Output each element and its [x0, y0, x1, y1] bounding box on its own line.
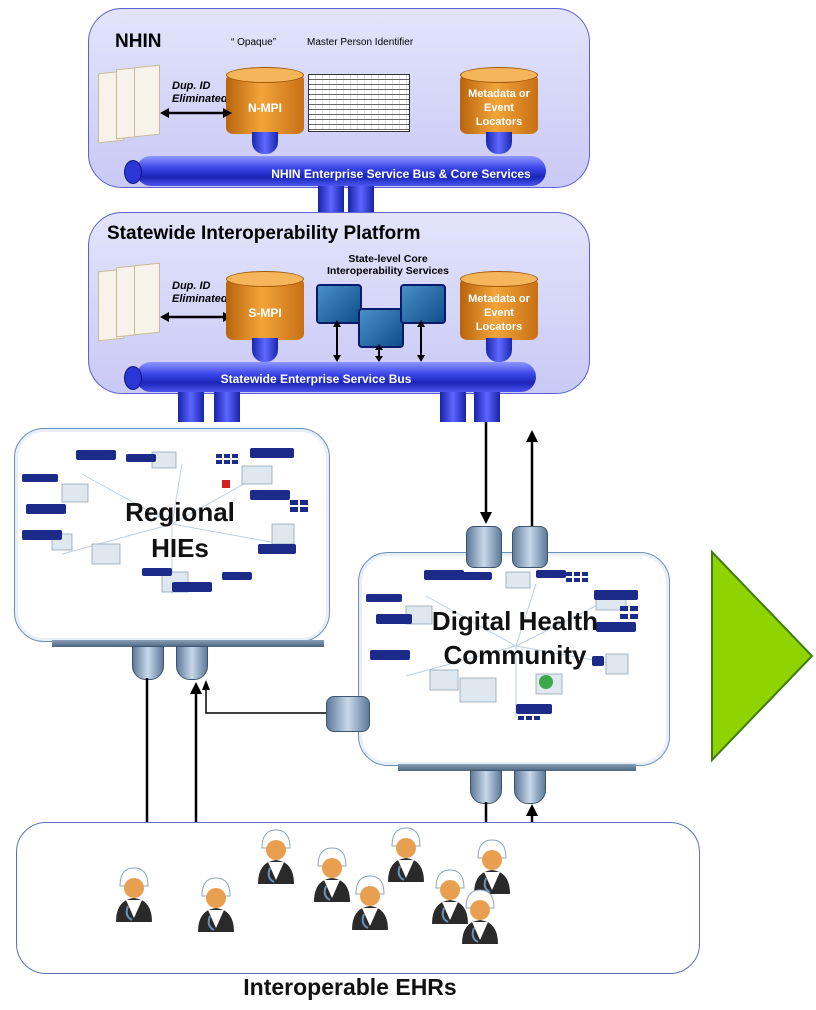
core-services-label: State-level Core Interoperability Servic…: [327, 253, 449, 277]
statewide-enterprise-service-bus: Statewide Enterprise Service Bus: [136, 362, 536, 392]
community-shelf: [398, 764, 636, 771]
core-service-arrows: [333, 320, 425, 362]
doctors-illustration: [115, 827, 511, 945]
statewide-pipe-3: [440, 392, 466, 422]
community-pipe-left: [470, 770, 502, 804]
nhin-statewide-pipe-left: [318, 186, 344, 216]
regional-pipe-right: [176, 646, 208, 680]
statewide-dup-id-label: Dup. ID Eliminated: [172, 280, 228, 305]
nhin-bus-left-cap: [124, 160, 142, 184]
nhin-metadata-database: Metadata or Event Locators: [460, 67, 538, 134]
side-connector-cylinder: [326, 696, 370, 732]
digital-health-community-label: Digital Health Community: [431, 606, 599, 670]
statewide-pipe-2: [214, 392, 240, 422]
opaque-label: “ Opaque”: [231, 37, 277, 48]
nhin-metadata-connector: [486, 132, 512, 154]
statewide-pipe-4: [474, 392, 500, 422]
core-service-box-right: [400, 284, 446, 324]
nhin-title: NHIN: [115, 31, 162, 52]
n-mpi-database: N-MPI: [226, 67, 304, 134]
nhin-dup-id-arrow: [160, 108, 232, 118]
statewide-bus-left-cap: [124, 366, 142, 390]
interoperable-ehrs-panel: [16, 822, 700, 974]
nhin-statewide-pipe-right: [348, 186, 374, 216]
community-top-cylinder-right: [512, 526, 548, 568]
community-top-cylinder-left: [466, 526, 502, 568]
nhin-enterprise-service-bus: NHIN Enterprise Service Bus & Core Servi…: [136, 156, 546, 186]
mpi-caption: Master Person Identifier: [307, 37, 414, 48]
s-mpi-database: S-MPI: [226, 271, 304, 340]
regional-network-illustration: [22, 448, 308, 594]
community-pipe-right: [514, 770, 546, 804]
regional-hies-shelf: [52, 640, 324, 647]
statewide-metadata-database: Metadata or Event Locators: [460, 271, 538, 340]
statewide-title: Statewide Interoperability Platform: [107, 223, 421, 244]
statewide-pipe-1: [178, 392, 204, 422]
mpi-record-table: [308, 74, 410, 132]
s-mpi-connector: [252, 338, 278, 362]
interoperable-ehrs-label: Interoperable EHRs: [243, 974, 457, 1000]
n-mpi-connector: [252, 132, 278, 154]
regional-hies-label: Regional HIEs: [125, 497, 235, 563]
core-service-box-left: [316, 284, 362, 324]
green-arrow-icon: [711, 549, 814, 763]
statewide-metadata-connector: [486, 338, 512, 362]
community-network-illustration: [366, 570, 638, 720]
nhin-dup-id-label: Dup. ID Eliminated: [172, 80, 228, 105]
regional-pipe-left: [132, 646, 164, 680]
